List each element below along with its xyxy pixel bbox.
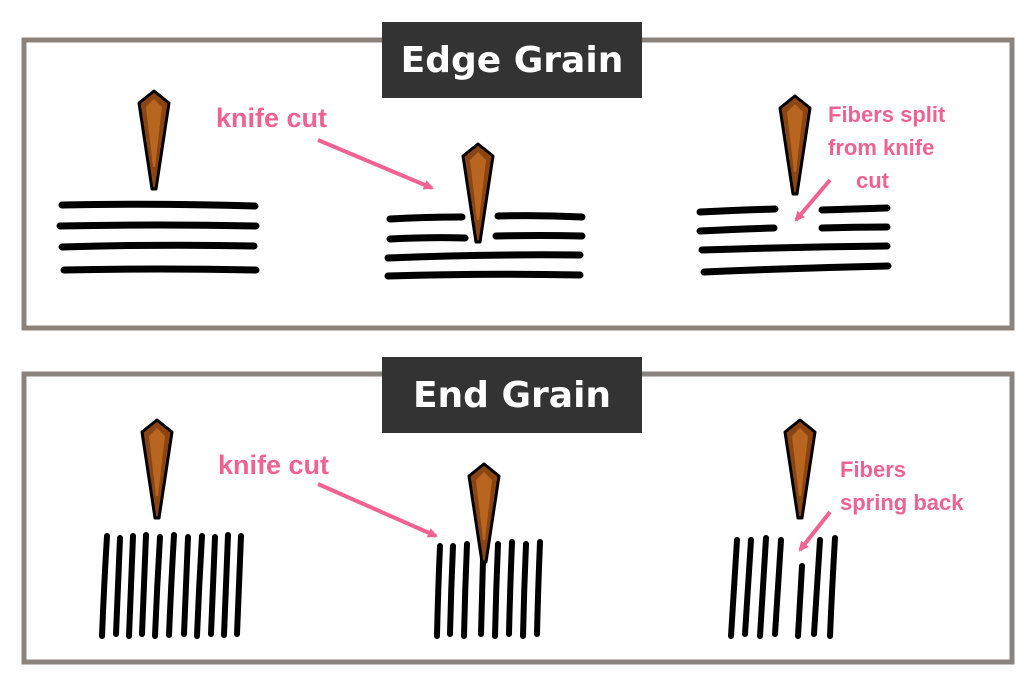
fiber bbox=[152, 534, 163, 639]
fiber bbox=[386, 213, 466, 223]
edge-knife-cut-label: knife cut bbox=[216, 103, 327, 133]
knife-blade-icon bbox=[140, 418, 174, 520]
end-fibers-spring-back-label: Fibers spring back bbox=[840, 457, 964, 515]
fiber bbox=[99, 533, 110, 639]
fiber bbox=[827, 535, 838, 639]
end-grain-panel: End Grain bbox=[21, 357, 1015, 665]
fiber bbox=[811, 537, 823, 637]
fiber bbox=[696, 205, 779, 216]
knife-blade-icon bbox=[467, 462, 501, 564]
fiber bbox=[166, 532, 177, 638]
end-fibers-spring-back-arrow bbox=[798, 510, 832, 552]
end-fibers-spring-back bbox=[728, 535, 838, 639]
fiber bbox=[56, 221, 260, 230]
fiber bbox=[384, 251, 584, 262]
fiber bbox=[234, 533, 244, 637]
end-grain-title: End Grain bbox=[413, 375, 611, 416]
edge-fibers-cutting bbox=[384, 212, 586, 280]
end-knife-cut-arrow bbox=[317, 482, 438, 538]
fiber bbox=[139, 532, 149, 637]
end-fibers-cutting bbox=[434, 539, 543, 639]
edge-fibers-split-label: Fibers split from knife cut bbox=[828, 102, 951, 193]
fiber bbox=[113, 535, 123, 637]
edge-fibers-intact bbox=[56, 200, 260, 274]
fiber bbox=[506, 539, 515, 637]
knife-blade-icon bbox=[461, 142, 495, 244]
fiber bbox=[818, 223, 891, 232]
knife-blade-icon bbox=[137, 89, 171, 191]
knife-blade-icon bbox=[783, 418, 817, 520]
fiber bbox=[58, 241, 258, 251]
fiber bbox=[126, 533, 136, 639]
fiber bbox=[478, 557, 486, 637]
fiber bbox=[772, 537, 784, 637]
fiber bbox=[461, 541, 470, 639]
fiber bbox=[795, 563, 805, 639]
fiber bbox=[700, 262, 892, 276]
end-fibers-intact bbox=[99, 532, 244, 639]
fiber bbox=[534, 539, 543, 637]
fiber bbox=[698, 242, 891, 254]
edge-fibers-split-arrow bbox=[794, 178, 832, 222]
fiber bbox=[757, 535, 769, 639]
edge-knife-cut-arrow bbox=[317, 138, 434, 190]
fiber bbox=[384, 270, 584, 280]
edge-grain-panel: Edge Grain knife cut bbox=[21, 22, 1015, 331]
fiber bbox=[492, 232, 586, 240]
fiber bbox=[386, 234, 469, 243]
fiber bbox=[494, 212, 586, 221]
fiber bbox=[434, 543, 443, 639]
fiber bbox=[208, 534, 218, 637]
edge-grain-title-box bbox=[382, 22, 642, 98]
fiber bbox=[728, 537, 740, 639]
fiber bbox=[60, 265, 260, 274]
end-grain-title-box bbox=[382, 357, 642, 433]
fiber bbox=[58, 200, 259, 210]
fiber bbox=[742, 537, 754, 637]
end-knife-cut-label: knife cut bbox=[218, 450, 329, 480]
fiber bbox=[221, 532, 231, 638]
fiber bbox=[492, 541, 501, 639]
fiber bbox=[194, 533, 205, 639]
fiber bbox=[447, 543, 456, 637]
knife-blade-icon bbox=[778, 94, 812, 196]
fiber bbox=[181, 534, 191, 637]
fiber bbox=[520, 541, 529, 639]
edge-grain-title: Edge Grain bbox=[401, 40, 624, 81]
edge-fibers-split bbox=[696, 204, 892, 276]
fiber bbox=[696, 224, 778, 235]
fiber bbox=[818, 204, 891, 214]
